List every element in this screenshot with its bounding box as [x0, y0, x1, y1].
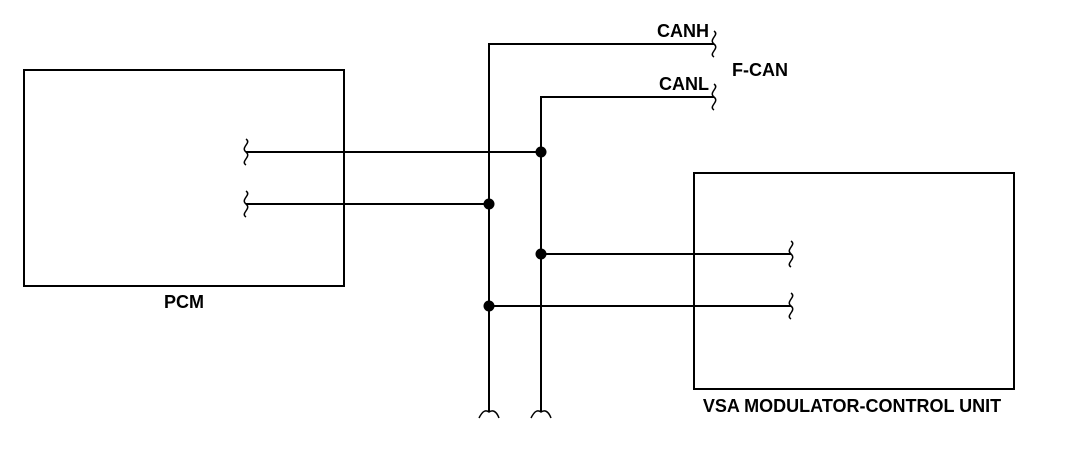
- f-can-label: F-CAN: [732, 60, 788, 80]
- connector-break-icon: [788, 292, 794, 320]
- canl-label: CANL: [659, 74, 709, 94]
- vsa-box: [693, 172, 1015, 390]
- canh-label: CANH: [657, 21, 709, 41]
- junction-dot: [483, 300, 495, 312]
- connector-break-icon: [711, 30, 717, 58]
- wire-continuation-icon: [530, 410, 552, 419]
- junction-dot: [483, 198, 495, 210]
- canh-trunk-wire: [488, 43, 714, 412]
- pcm-label: PCM: [164, 292, 204, 312]
- vsa-label: VSA MODULATOR-CONTROL UNIT: [703, 396, 1001, 416]
- connector-break-icon: [243, 190, 249, 218]
- junction-dot: [535, 248, 547, 260]
- junction-dot: [535, 146, 547, 158]
- wire-continuation-icon: [478, 410, 500, 419]
- connector-break-icon: [243, 138, 249, 166]
- connector-break-icon: [711, 83, 717, 111]
- connector-break-icon: [788, 240, 794, 268]
- pcm-box: [23, 69, 345, 287]
